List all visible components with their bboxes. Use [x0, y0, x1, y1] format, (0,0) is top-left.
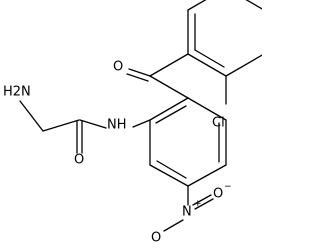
ring-bond-6 — [149, 97, 189, 121]
ph-inner-a — [194, 49, 225, 68]
bond-ch2-carbonyl — [42, 119, 80, 132]
bond-ketone-phenyl — [149, 53, 189, 77]
atom-nitro-o-bottom: O — [151, 231, 161, 246]
ring-bond-5 — [187, 97, 227, 121]
atom-nitro-n: N — [182, 205, 192, 220]
chemical-structure: H2N NH O O Cl N + O − O — [3, 0, 262, 246]
atom-chloro: Cl — [212, 116, 225, 131]
bond-ketone-o-a — [128, 68, 151, 77]
bond-amine-ch2 — [19, 100, 44, 132]
bond-ketone-o-b — [126, 73, 149, 82]
ph-bond-2 — [225, 54, 262, 77]
ring-bond-2 — [149, 164, 189, 187]
nitro-group-bonds — [163, 185, 214, 232]
nitro-ring — [149, 97, 227, 187]
bond-nitro-o-top-b — [192, 194, 212, 206]
bond-nh-ring — [132, 119, 151, 128]
nitro-o-charge: − — [224, 182, 232, 192]
chlorophenyl-ring — [187, 0, 262, 105]
ring-inner-bond-a — [155, 105, 187, 124]
bond-nitro-o-top — [194, 198, 214, 210]
ketone-bonds — [126, 53, 189, 99]
atom-amide-o: O — [74, 153, 84, 168]
ph-bond-4 — [245, 0, 262, 10]
ph-bond-1 — [187, 53, 227, 77]
nitro-n-charge: + — [194, 199, 202, 209]
bond-nitro-o-bottom — [163, 219, 184, 232]
ring-bond-3 — [187, 164, 227, 187]
atom-amide-nh: NH — [107, 118, 127, 133]
atom-amine: H2N — [3, 85, 31, 100]
bond-carbonyl-nh — [79, 119, 107, 129]
bond-ring-ketone — [149, 75, 189, 99]
atom-ketone-o: O — [113, 60, 123, 75]
glycyl-bonds — [19, 100, 151, 154]
atom-nitro-o-top: O — [213, 187, 223, 202]
ring-inner-bond-b — [156, 160, 187, 179]
ph-bond-top-left — [187, 0, 207, 11]
